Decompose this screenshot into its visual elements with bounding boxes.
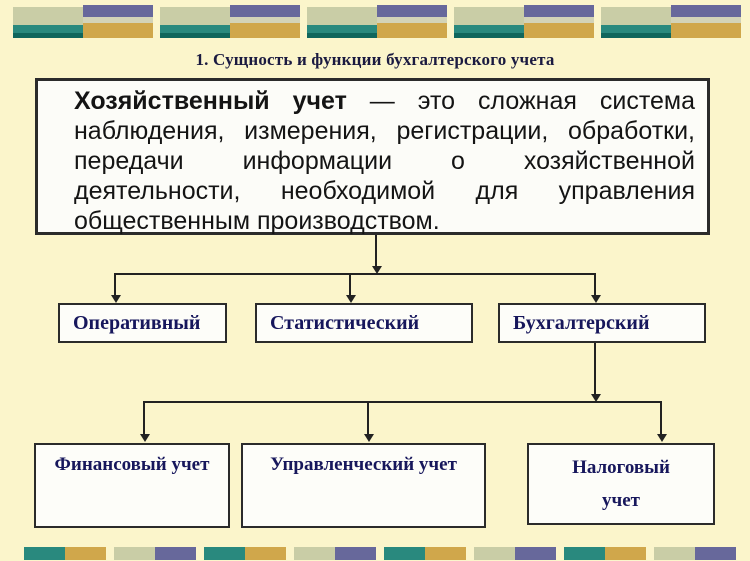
decor-segment [13,25,84,34]
connector-main-vertical [375,235,377,266]
decor-segment [83,5,153,17]
decor-segment [230,5,300,17]
decor-segment [671,5,741,17]
decor-segment [307,7,378,25]
connector-drop-statistical [349,275,351,295]
decor-segment [13,33,84,38]
decor-segment [160,33,231,38]
connector-accounting-vertical [594,343,596,394]
decor-segment [377,5,447,17]
decor-segment [454,33,525,38]
decor-strip-segment [335,547,376,560]
decor-segment [307,25,378,34]
connector-drop-managerial [367,403,369,434]
decor-strip-segment [654,547,695,560]
decor-segment [524,5,594,17]
arrowhead-financial [140,434,150,442]
type-label-accounting: Бухгалтерский [513,312,649,335]
decor-segment [160,25,231,34]
decor-strip-segment [474,547,515,560]
decor-segment [601,7,672,25]
arrowhead-accounting [591,295,601,303]
decor-block [601,5,741,38]
decor-strip-segment [245,547,286,560]
decor-block [13,5,153,38]
type-box-operational: Оперативный [58,303,227,343]
arrowhead-operational [111,295,121,303]
subtype-box-financial: Финансовый учет [34,443,230,528]
decor-strip-segment [294,547,335,560]
arrowhead-managerial [364,434,374,442]
decor-strip-segment [695,547,736,560]
decor-block [307,5,447,38]
decor-strip-segment [24,547,65,560]
type-label-statistical: Статистический [270,312,419,335]
connector-tier1-horizontal [114,273,596,275]
decor-block [454,5,594,38]
decor-strip-segment [515,547,556,560]
decor-segment [454,7,525,25]
decor-strip-segment [564,547,605,560]
subtype-box-managerial: Управленческий учет [241,443,486,528]
decor-strip-segment [204,547,245,560]
decor-strip-segment [65,547,106,560]
definition-box: Хозяйственный учет — это сложная система… [35,78,710,235]
connector-drop-operational [114,275,116,295]
connector-tier2-horizontal [143,401,662,403]
subtype-label-financial: Финансовый учет [55,454,210,475]
decor-strip-segment [425,547,466,560]
arrowhead-statistical [346,295,356,303]
decor-strip-segment [605,547,646,560]
decor-segment [671,23,741,38]
subtype-label-tax: Налоговый учет [561,451,681,517]
decor-segment [454,25,525,34]
decor-strip-segment [155,547,196,560]
decor-segment [601,33,672,38]
decor-block [160,5,300,38]
connector-drop-accounting [594,275,596,295]
definition-term: Хозяйственный учет [74,87,347,115]
subtype-label-managerial: Управленческий учет [270,454,457,475]
type-box-statistical: Статистический [255,303,473,343]
arrowhead-tax [657,434,667,442]
decor-strip-segment [114,547,155,560]
page-title: 1. Сущность и функции бухгалтерского уче… [0,50,750,70]
decor-segment [377,23,447,38]
decor-segment [160,7,231,25]
decor-segment [601,25,672,34]
decor-segment [524,23,594,38]
decor-segment [307,33,378,38]
connector-drop-tax [660,403,662,434]
decor-strip-segment [384,547,425,560]
decor-segment [230,23,300,38]
decor-segment [83,23,153,38]
decor-segment [13,7,84,25]
type-label-operational: Оперативный [73,312,200,335]
connector-drop-financial [143,403,145,434]
type-box-accounting: Бухгалтерский [498,303,706,343]
subtype-box-tax: Налоговый учет [527,443,715,525]
